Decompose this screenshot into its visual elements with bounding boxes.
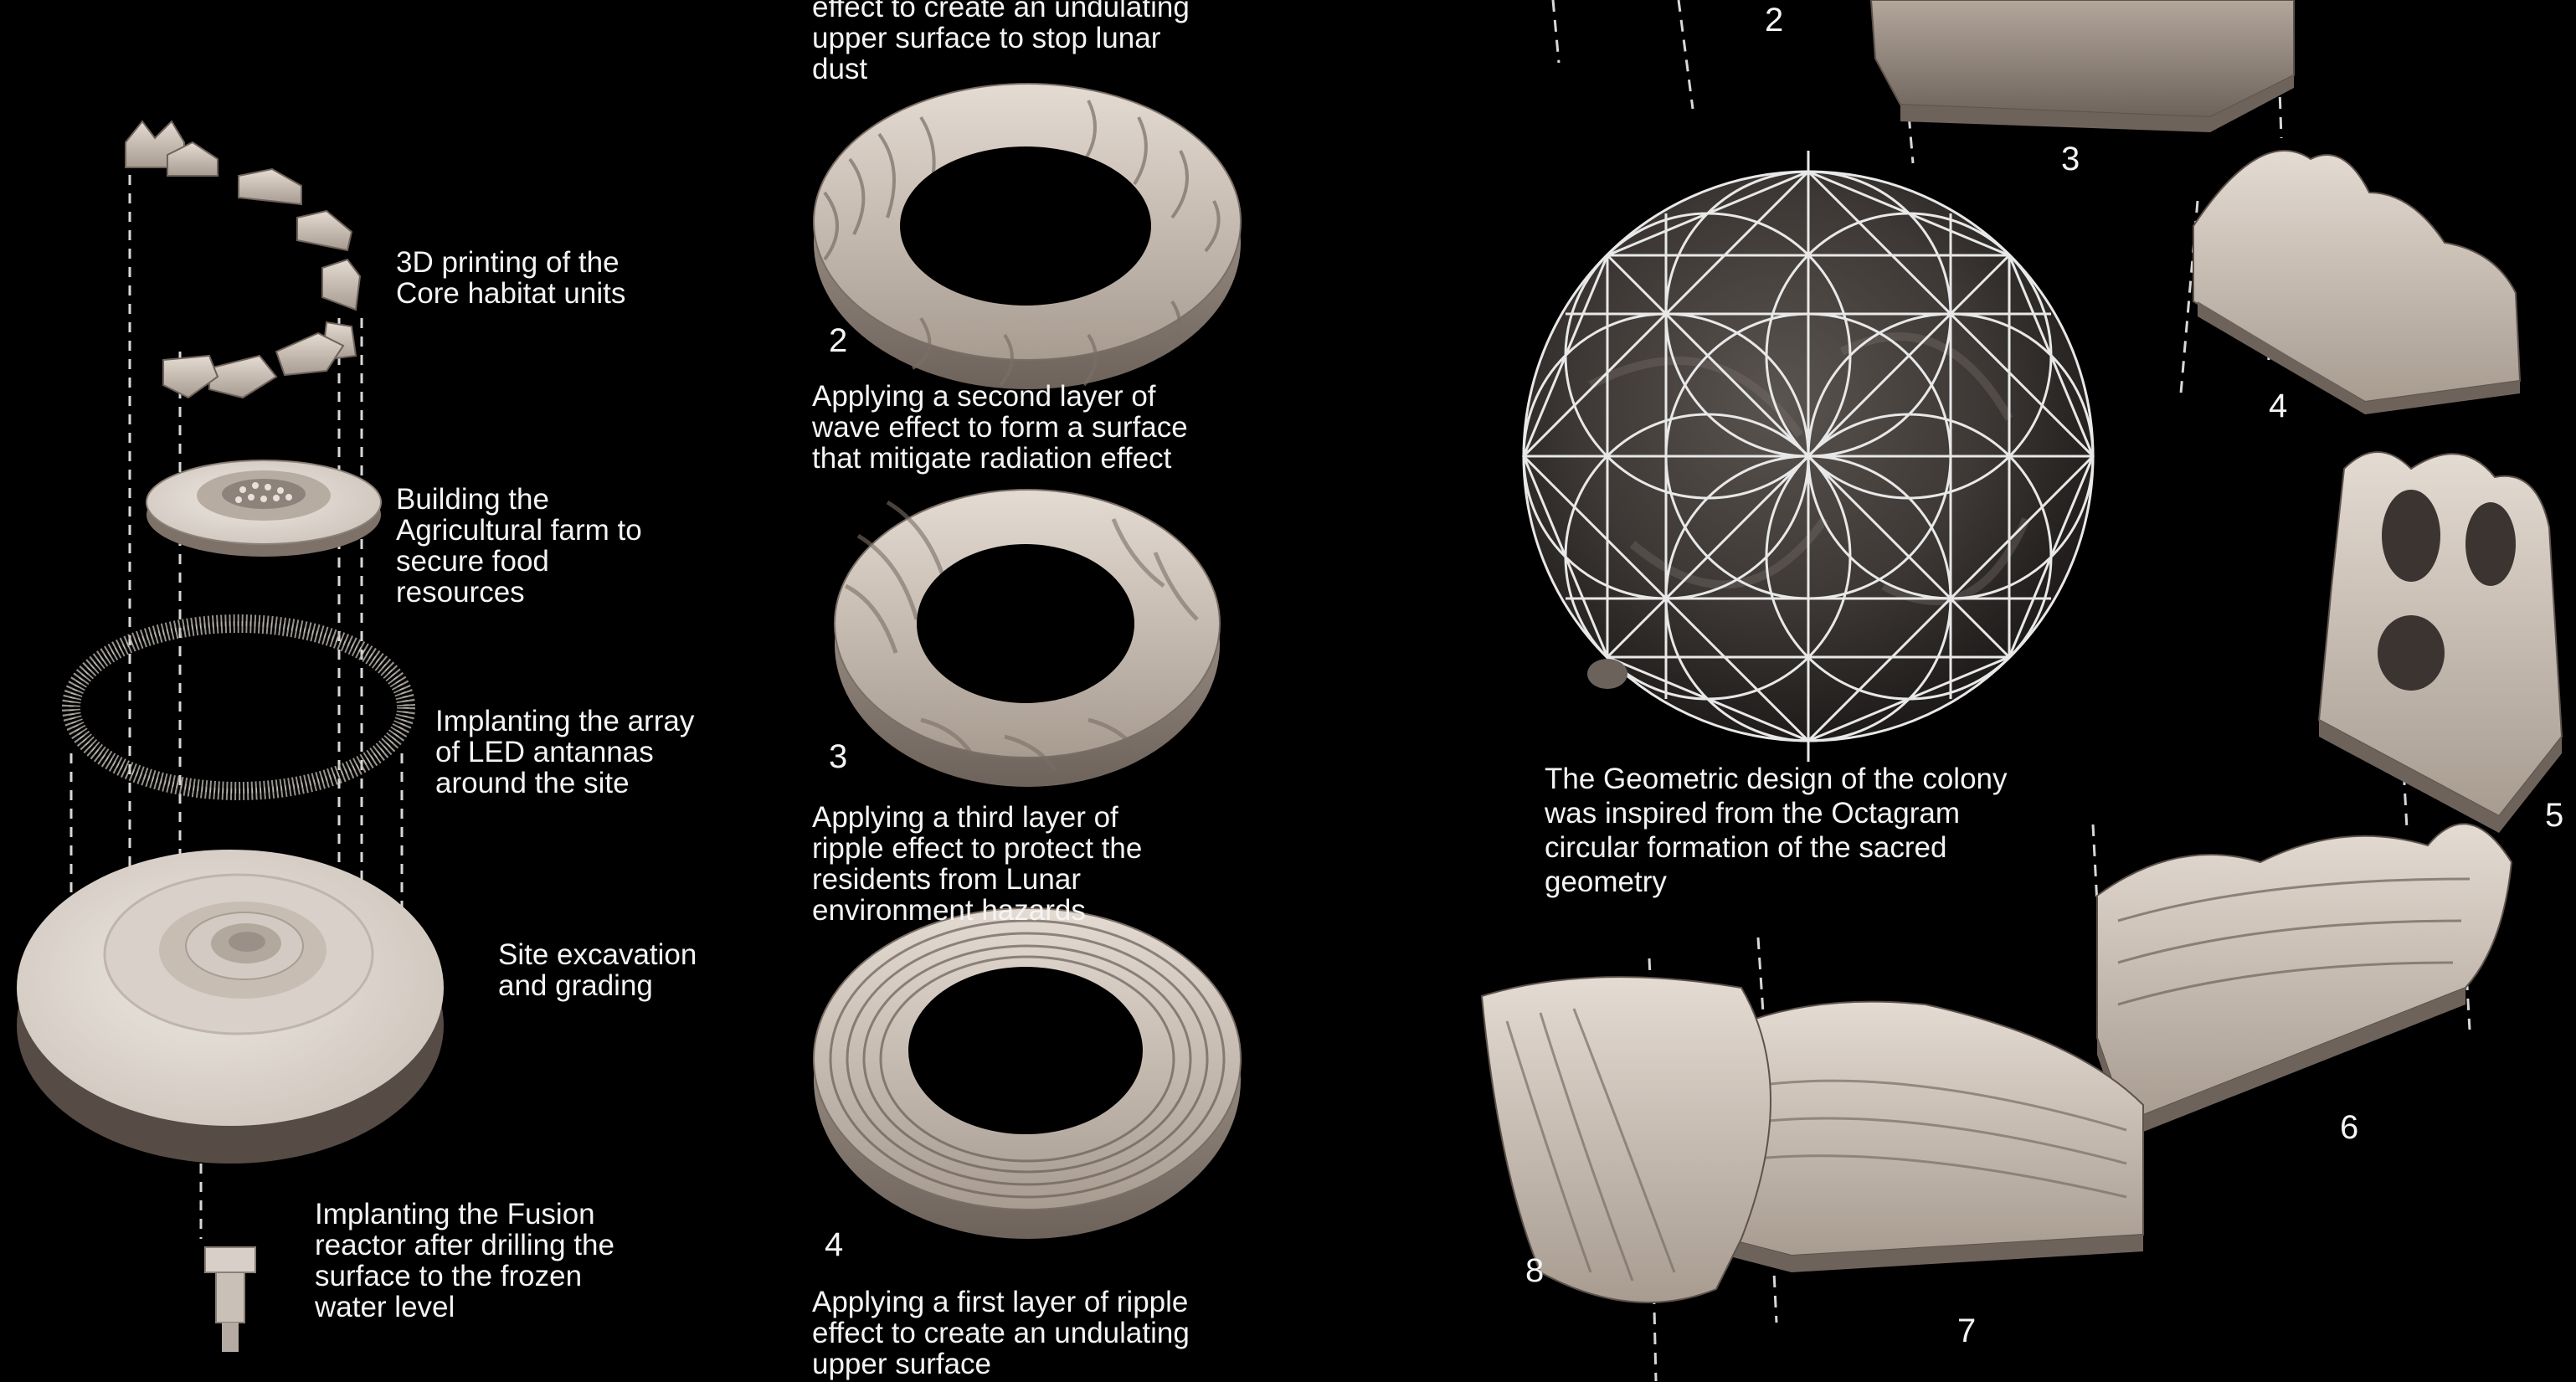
caption-fusion-reactor: Implanting the Fusion reactor after dril… <box>315 1199 614 1323</box>
segment-number-6: 6 <box>2340 1109 2358 1147</box>
caption-ring-3: Applying a third layer of ripple effect … <box>812 802 1243 926</box>
caption-octagram: The Geometric design of the colony was i… <box>1545 762 2072 899</box>
middle-ring-layers <box>814 84 1241 1239</box>
caption-ring-4: Applying a first layer of ripple effect … <box>812 1287 1243 1379</box>
segment-6 <box>2097 824 2512 1138</box>
caption-core-habitat: 3D printing of the Core habitat units <box>396 247 625 309</box>
segment-3 <box>1871 0 2294 132</box>
segment-number-2: 2 <box>1765 2 1783 39</box>
ring-number-2: 2 <box>829 322 847 360</box>
segment-4 <box>2193 151 2520 414</box>
ring-number-3: 3 <box>829 738 847 776</box>
segment-number-5: 5 <box>2545 797 2563 835</box>
ring-2-wave <box>814 84 1241 389</box>
caption-agricultural-farm: Building the Agricultural farm to secure… <box>396 484 642 608</box>
site-excavation-disc <box>17 850 444 1164</box>
ring-3-ripple <box>835 490 1220 787</box>
octagram-sphere <box>1524 151 2093 762</box>
segment-number-4: 4 <box>2269 388 2287 425</box>
core-habitat-units <box>126 121 360 398</box>
caption-ring-1-top: effect to create an undulating upper sur… <box>812 0 1243 85</box>
caption-ring-2: Applying a second layer of wave effect t… <box>812 381 1243 474</box>
segment-number-7: 7 <box>1957 1313 1976 1350</box>
right-radial-segments <box>1482 0 2562 1381</box>
ring-number-4: 4 <box>825 1226 843 1264</box>
fusion-reactor <box>205 1247 255 1352</box>
led-antenna-ring <box>71 624 406 791</box>
segment-5 <box>2319 452 2562 833</box>
segment-number-3: 3 <box>2061 141 2080 178</box>
caption-site-excavation: Site excavation and grading <box>498 939 697 1001</box>
caption-led-antennas: Implanting the array of LED antannas aro… <box>435 706 694 799</box>
ring-4-first-ripple <box>814 908 1241 1239</box>
left-exploded-assembly <box>17 121 444 1352</box>
agricultural-farm <box>147 460 381 557</box>
segment-number-8: 8 <box>1525 1252 1544 1290</box>
